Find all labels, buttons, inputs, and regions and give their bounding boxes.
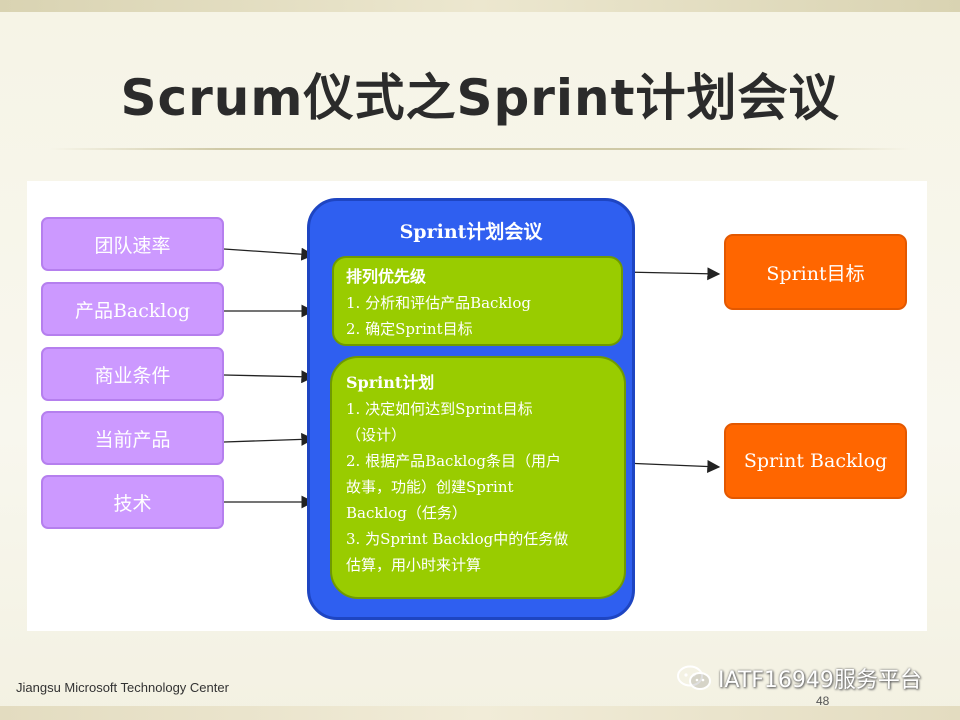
arrow-output-1: [620, 267, 721, 281]
diagram-panel: 团队速率 产品Backlog 商业条件 当前产品 技术 Sprint计划会议 排…: [27, 181, 927, 631]
sprint-plan-line: 故事，功能）创建Sprint: [346, 478, 514, 496]
top-decorative-band: [0, 0, 960, 12]
input-current-product: 当前产品: [41, 411, 224, 465]
output-sprint-goal: Sprint目标: [724, 234, 907, 310]
sprint-plan-line: 2. 根据产品Backlog条目（用户: [346, 452, 561, 470]
arrow-output-2: [623, 460, 721, 474]
bottom-decorative-band: [0, 706, 960, 720]
title-divider: [50, 148, 910, 150]
sprint-planning-meeting-box: Sprint计划会议 排列优先级 1. 分析和评估产品Backlog 2. 确定…: [307, 198, 635, 620]
input-product-backlog: 产品Backlog: [41, 282, 224, 336]
input-business-conditions: 商业条件: [41, 347, 224, 401]
arrow-input-1: [223, 247, 315, 261]
sprint-plan-line: 估算，用小时来计算: [346, 556, 482, 574]
sprint-plan-line: （设计）: [346, 426, 407, 444]
prioritize-item: 2. 确定Sprint目标: [346, 320, 473, 338]
connector-arrows: [223, 247, 721, 509]
input-technology: 技术: [41, 475, 224, 529]
meeting-title: Sprint计划会议: [399, 221, 543, 243]
output-sprint-backlog: Sprint Backlog: [724, 423, 907, 499]
sprint-plan-line: Backlog（任务）: [346, 504, 467, 522]
sprint-plan-line: 3. 为Sprint Backlog中的任务做: [346, 530, 569, 548]
sprint-plan-line: 1. 决定如何达到Sprint目标: [346, 400, 533, 418]
arrow-input-4: [223, 432, 315, 446]
watermark-text: IATF16949服务平台: [718, 668, 922, 693]
prioritize-heading: 排列优先级: [346, 267, 427, 286]
slide-title: Scrum仪式之Sprint计划会议: [120, 69, 840, 127]
arrow-input-3: [223, 370, 315, 384]
input-team-velocity: 团队速率: [41, 217, 224, 271]
footer-organization: Jiangsu Microsoft Technology Center: [16, 680, 229, 695]
watermark: IATF16949服务平台: [676, 663, 922, 693]
prioritize-section: 排列优先级 1. 分析和评估产品Backlog 2. 确定Sprint目标: [332, 256, 623, 346]
sprint-plan-heading: Sprint计划: [346, 373, 435, 392]
wechat-icon: [677, 665, 711, 690]
page-number: 48: [816, 694, 830, 708]
sprint-plan-section: Sprint计划 1. 决定如何达到Sprint目标 （设计） 2. 根据产品B…: [330, 356, 626, 599]
prioritize-item: 1. 分析和评估产品Backlog: [346, 294, 531, 312]
